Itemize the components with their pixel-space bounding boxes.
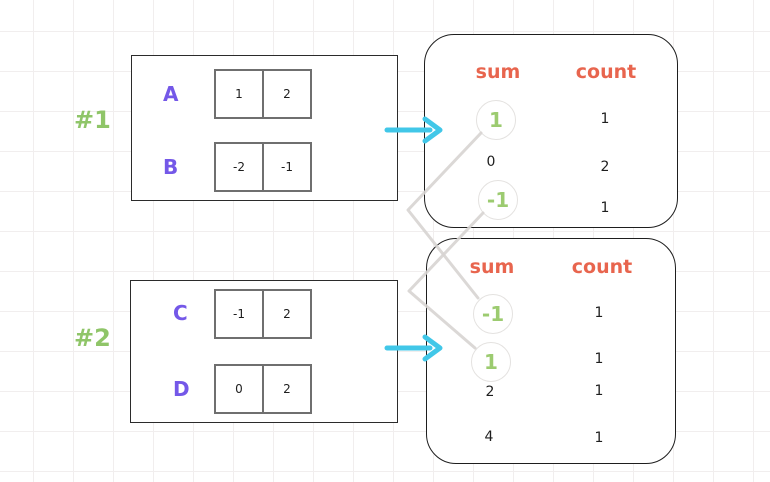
example2-tag: #2 <box>74 324 111 352</box>
array-a-cell-1: 2 <box>262 69 312 119</box>
array-a-cell-0: 1 <box>214 69 264 119</box>
panel2-count-1: 1 <box>594 305 604 321</box>
panel2-sum-header: sum <box>469 256 515 278</box>
array-b-cells: -2 -1 <box>214 142 312 192</box>
example1-box: A 1 2 B -2 -1 <box>131 55 398 201</box>
array-c-cell-1: 2 <box>262 289 312 339</box>
panel1-sum-header: sum <box>475 61 521 83</box>
array-d-cell-1: 2 <box>262 364 312 414</box>
panel2-count-3: 1 <box>594 383 604 399</box>
array-c-cell-0: -1 <box>214 289 264 339</box>
result-panel-1: sum count 1 1 0 2 -1 1 <box>424 34 678 228</box>
panel2-count-header: count <box>571 256 633 278</box>
result-panel-2: sum count -1 1 1 1 2 1 4 1 <box>426 238 676 464</box>
panel2-count-4: 1 <box>594 430 604 446</box>
panel1-count-2: 2 <box>600 159 610 175</box>
array-label-a: A <box>163 82 179 106</box>
panel2-sum-circled-1: -1 <box>473 294 513 334</box>
array-b-cell-0: -2 <box>214 142 264 192</box>
array-d-cells: 0 2 <box>214 364 312 414</box>
array-c-cells: -1 2 <box>214 289 312 339</box>
array-label-d: D <box>173 377 190 401</box>
array-label-c: C <box>173 301 188 325</box>
example2-box: C -1 2 D 0 2 <box>130 280 398 423</box>
panel1-count-header: count <box>575 61 637 83</box>
array-b-cell-1: -1 <box>262 142 312 192</box>
panel1-sum-2: 0 <box>486 154 496 170</box>
panel1-sum-circled-1: 1 <box>476 100 516 140</box>
panel1-count-1: 1 <box>600 111 610 127</box>
panel1-count-3: 1 <box>600 200 610 216</box>
array-d-cell-0: 0 <box>214 364 264 414</box>
array-a-cells: 1 2 <box>214 69 312 119</box>
panel1-sum-circled-3: -1 <box>478 180 518 220</box>
panel2-sum-circled-2: 1 <box>471 342 511 382</box>
panel2-count-2: 1 <box>594 351 604 367</box>
example1-tag: #1 <box>74 106 111 134</box>
array-label-b: B <box>163 155 179 179</box>
panel2-sum-3: 2 <box>485 384 495 400</box>
panel2-sum-4: 4 <box>484 429 494 445</box>
